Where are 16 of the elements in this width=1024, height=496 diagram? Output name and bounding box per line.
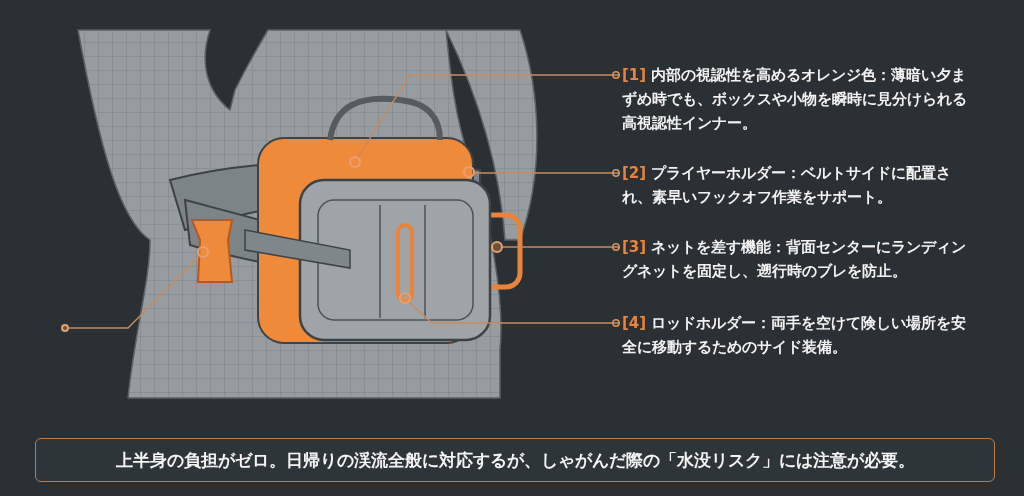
leader-line xyxy=(408,301,621,327)
leader-line xyxy=(357,71,621,158)
callout-dot xyxy=(463,166,475,178)
summary-banner: 上半身の負担がゼロ。日帰りの渓流全般に対応するが、しゃがんだ際の「水没リスク」には注意が必要。 xyxy=(35,438,995,482)
callout-text: [3] ネットを差す機能：背面センターにランディングネットを固定し、遡行時のブレを防止。 xyxy=(622,235,970,283)
callout-dot xyxy=(349,156,361,168)
callout-dot xyxy=(197,246,209,258)
callout-text: [4] ロッドホルダー：両手を空けて険しい場所を安全に移動するためのサイド装備。 xyxy=(622,311,970,359)
callout-text: [2] プライヤーホルダー：ベルトサイドに配置され、素早いフックオフ作業をサポート。 xyxy=(622,161,970,209)
leader-line xyxy=(502,243,621,251)
callout-dot xyxy=(61,324,69,332)
callout-dot xyxy=(399,292,411,304)
leader-line xyxy=(68,256,200,329)
callout-dot xyxy=(491,241,503,253)
callout-text: [1] 内部の視認性を高めるオレンジ色：薄暗い夕まずめ時でも、ボックスや小物を瞬時に見分けられる高視認性インナー。 xyxy=(622,63,970,135)
leader-line xyxy=(474,169,621,177)
